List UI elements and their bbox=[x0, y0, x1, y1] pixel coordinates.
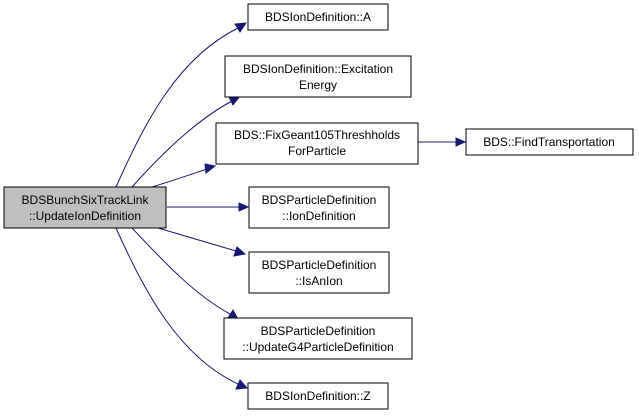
node-ion-excitation-line-1: BDSIonDefinition::Excitation bbox=[243, 62, 393, 76]
node-ion-excitation[interactable]: BDSIonDefinition::Excitation Energy bbox=[224, 55, 412, 98]
node-pd-isanion[interactable]: BDSParticleDefinition ::IsAnIon bbox=[248, 251, 390, 294]
node-find-transport-line-1: BDS::FindTransportation bbox=[483, 135, 615, 149]
node-root-line-1: BDSBunchSixTrackLink bbox=[22, 193, 150, 207]
node-pd-updateg4[interactable]: BDSParticleDefinition ::UpdateG4Particle… bbox=[223, 317, 413, 360]
edge-arrow-fix-geant bbox=[204, 163, 217, 174]
edge-root-to-pd-updateg4 bbox=[131, 227, 231, 315]
node-pd-updateg4-line-1: BDSParticleDefinition bbox=[261, 324, 376, 338]
node-root[interactable]: BDSBunchSixTrackLink ::UpdateIonDefiniti… bbox=[3, 186, 167, 229]
node-pd-isanion-line-2: ::IsAnIon bbox=[295, 274, 342, 288]
edge-root-to-ion-a bbox=[115, 27, 239, 188]
node-ion-a-box bbox=[247, 3, 389, 31]
node-find-transport-box bbox=[465, 128, 634, 156]
nodes: BDSBunchSixTrackLink ::UpdateIonDefiniti… bbox=[3, 3, 634, 410]
edge-arrow-ion-z bbox=[235, 379, 249, 390]
node-pd-updateg4-line-2: ::UpdateG4ParticleDefinition bbox=[242, 340, 393, 354]
node-find-transport[interactable]: BDS::FindTransportation bbox=[465, 128, 634, 156]
edge-root-to-ion-excitation bbox=[131, 100, 233, 188]
node-pd-iondef-line-2: ::IonDefinition bbox=[282, 209, 355, 223]
node-ion-excitation-box bbox=[224, 55, 412, 98]
node-pd-isanion-box bbox=[248, 251, 390, 294]
node-pd-iondef-line-1: BDSParticleDefinition bbox=[262, 193, 377, 207]
node-root-box bbox=[3, 186, 167, 229]
node-fix-geant[interactable]: BDS::FixGeant105Threshholds ForParticle bbox=[215, 122, 419, 165]
node-pd-isanion-line-1: BDSParticleDefinition bbox=[262, 258, 377, 272]
node-ion-z-box bbox=[247, 382, 389, 410]
node-ion-a-line-1: BDSIonDefinition::A bbox=[265, 10, 371, 24]
edge-root-to-pd-isanion bbox=[157, 227, 237, 252]
edge-arrow-pd-iondef bbox=[238, 202, 250, 212]
node-fix-geant-box bbox=[215, 122, 419, 165]
node-ion-z-line-1: BDSIonDefinition::Z bbox=[265, 389, 370, 403]
node-ion-excitation-line-2: Energy bbox=[299, 78, 337, 92]
node-pd-updateg4-box bbox=[223, 317, 413, 360]
edge-arrow-pd-isanion bbox=[233, 246, 247, 257]
node-pd-iondef-box bbox=[248, 186, 390, 229]
node-ion-z[interactable]: BDSIonDefinition::Z bbox=[247, 382, 389, 410]
node-root-line-2: ::UpdateIonDefinition bbox=[29, 209, 141, 223]
edge-root-to-ion-z bbox=[115, 227, 239, 385]
edge-arrow-find-transport bbox=[455, 137, 467, 147]
node-pd-iondef[interactable]: BDSParticleDefinition ::IonDefinition bbox=[248, 186, 390, 229]
node-ion-a[interactable]: BDSIonDefinition::A bbox=[247, 3, 389, 31]
node-fix-geant-line-2: ForParticle bbox=[288, 144, 346, 158]
edge-root-to-fix-geant bbox=[151, 168, 208, 188]
edge-arrow-ion-a bbox=[234, 22, 247, 33]
node-fix-geant-line-1: BDS::FixGeant105Threshholds bbox=[234, 128, 400, 142]
